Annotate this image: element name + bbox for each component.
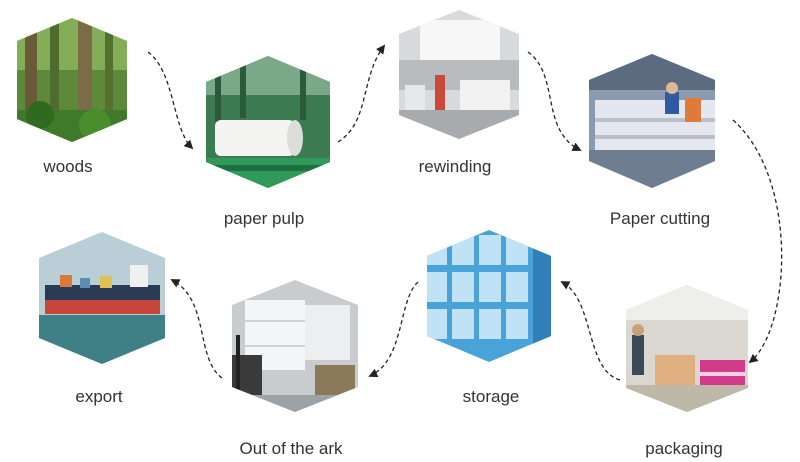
arrow-ark-to-export: [170, 279, 223, 379]
step-packaging-image: [626, 285, 748, 412]
step-label-export: export: [75, 387, 123, 406]
step-label-packaging: packaging: [645, 439, 723, 458]
step-label-woods: woods: [43, 157, 93, 176]
arrow-woods-to-pulp: [147, 51, 194, 150]
step-paper-cutting-image: [589, 54, 715, 188]
step-export-image: [39, 232, 165, 364]
step-label-out-of-the-ark: Out of the ark: [239, 439, 343, 458]
step-paper-pulp-image: [206, 56, 330, 188]
step-storage-image: [427, 230, 551, 362]
step-label-paper-cutting: Paper cutting: [609, 209, 711, 228]
step-out-of-the-ark-image: [232, 280, 358, 412]
step-label-rewinding: rewinding: [418, 157, 492, 176]
arrow-rewinding-to-cutting: [527, 51, 582, 151]
arrow-storage-to-ark: [368, 281, 419, 378]
arrow-cutting-to-packaging: [732, 119, 783, 364]
step-label-storage: storage: [462, 387, 520, 406]
flow-arrows: [147, 44, 783, 381]
step-label-paper-pulp: paper pulp: [223, 209, 305, 228]
step-rewinding-image: [399, 10, 519, 139]
arrow-pulp-to-rewinding: [337, 44, 386, 143]
step-woods-image: [17, 18, 127, 142]
arrow-packaging-to-storage: [560, 281, 621, 381]
